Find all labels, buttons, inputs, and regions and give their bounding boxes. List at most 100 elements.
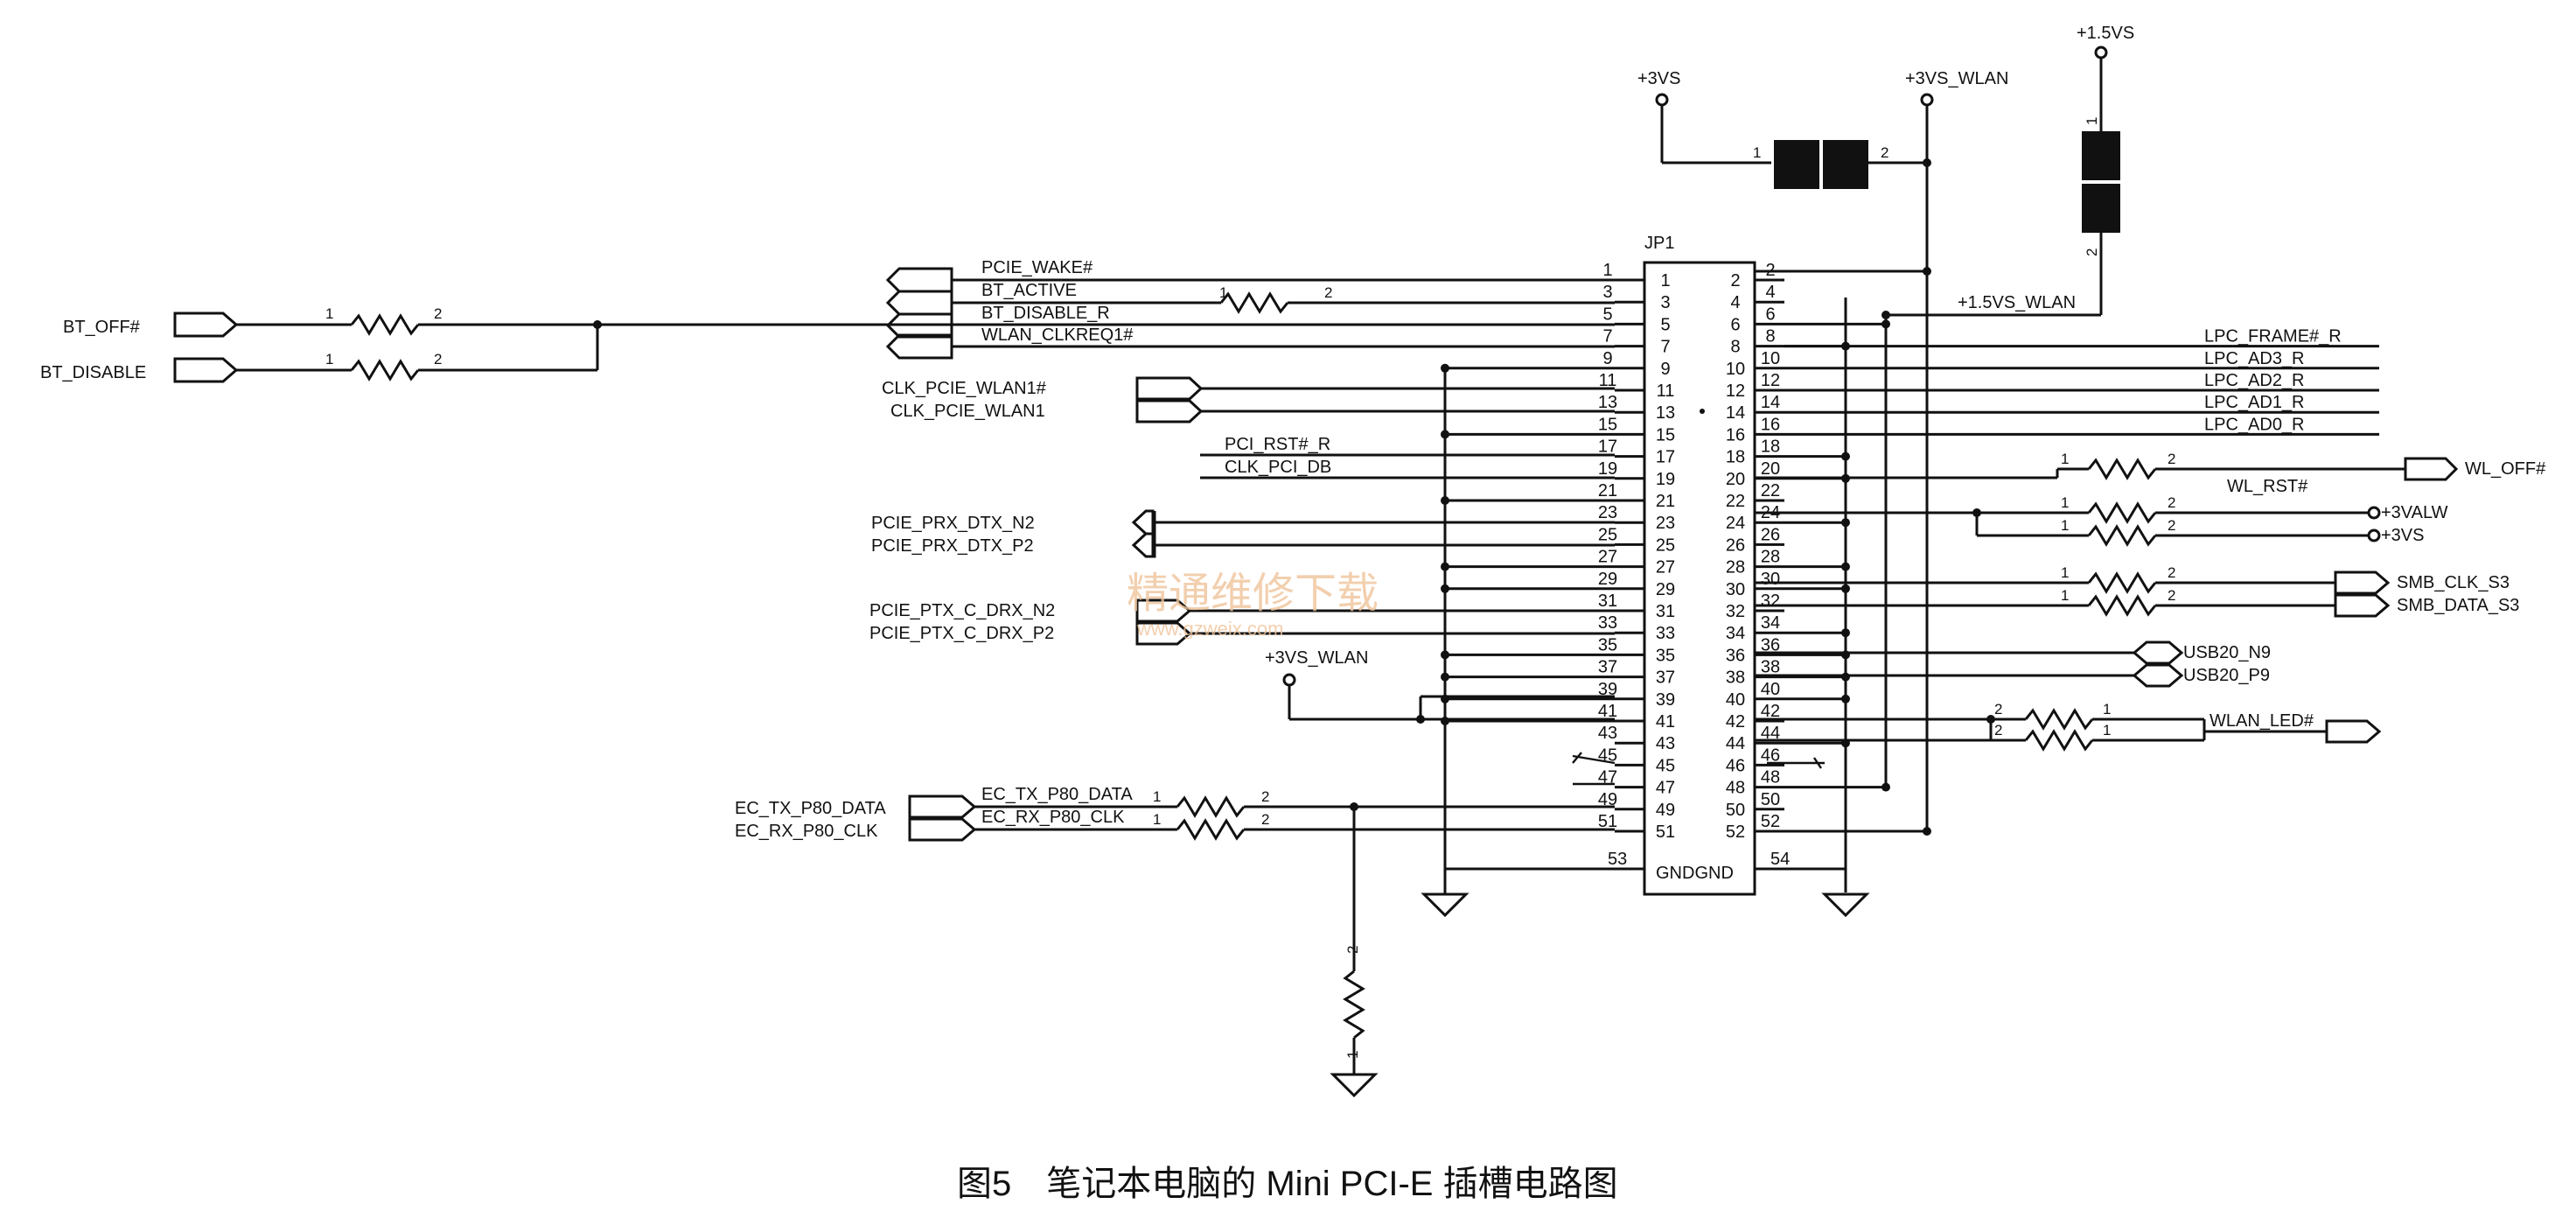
power-3vs-right-label: +3VS: [2381, 526, 2424, 545]
pin-inner-20: 20: [1726, 470, 1745, 489]
lpc-label-0: LPC_FRAME#_R: [2204, 327, 2342, 346]
net-clk-pcie-wlan: CLK_PCIE_WLAN1# CLK_PCIE_WLAN1: [882, 376, 1615, 424]
resistor-smb-data: [2087, 594, 2157, 617]
pin-36: 36: [1761, 635, 1780, 654]
svg-text:2: 2: [2168, 494, 2175, 511]
pin-52: 52: [1761, 812, 1780, 831]
svg-text:1: 1: [2103, 701, 2111, 718]
power-3vs-wlan-top: +3VS_WLAN: [1905, 69, 2008, 167]
power-15vs-label: +1.5VS: [2077, 24, 2134, 43]
wl-rst-label: WL_RST#: [2227, 477, 2308, 496]
pin-37: 37: [1598, 658, 1617, 677]
pin-29: 29: [1598, 570, 1617, 589]
pin-19: 19: [1598, 459, 1617, 479]
svg-text:1: 1: [325, 351, 333, 368]
pin-inner-15: 15: [1656, 425, 1675, 444]
pin-inner-3: 3: [1660, 293, 1670, 312]
svg-text:2: 2: [2168, 587, 2175, 604]
pin-inner-32: 32: [1726, 602, 1745, 621]
svg-text:2: 2: [434, 351, 442, 368]
pin-inner-37: 37: [1656, 668, 1675, 688]
resistor-ec-tx: [1176, 795, 1246, 818]
svg-text:2: 2: [434, 305, 442, 322]
pin-22: 22: [1761, 481, 1780, 500]
pin-11: 11: [1599, 371, 1617, 390]
bt-off-label: BT_OFF#: [63, 318, 141, 337]
pin-inner-35: 35: [1656, 646, 1675, 665]
pin-48: 48: [1761, 768, 1780, 788]
pin-inner-14: 14: [1726, 403, 1745, 423]
svg-text:2: 2: [2168, 517, 2175, 534]
resistor-bt-off: [350, 313, 420, 336]
pin-42: 42: [1761, 702, 1780, 721]
bt-active-label: BT_ACTIVE: [981, 281, 1077, 300]
pin-inner-28: 28: [1726, 558, 1745, 578]
pin-inner-34: 34: [1726, 624, 1745, 643]
pin-inner-22: 22: [1726, 492, 1745, 511]
pin-1: 1: [1602, 261, 1612, 280]
pin-inner-41: 41: [1656, 712, 1675, 732]
smb-data-label: SMB_DATA_S3: [2397, 596, 2519, 615]
net-pcie-prx: PCIE_PRX_DTX_N2 PCIE_PRX_DTX_P2: [871, 509, 1615, 558]
pin-10: 10: [1761, 349, 1780, 368]
svg-text:1: 1: [1219, 284, 1227, 301]
svg-text:2: 2: [1324, 284, 1332, 301]
lpc-label-3: LPC_AD1_R: [2204, 393, 2305, 412]
svg-text:1: 1: [2061, 451, 2069, 467]
bt-disable-r-label: BT_DISABLE_R: [981, 304, 1110, 323]
pin-6: 6: [1765, 304, 1775, 324]
pin-inner-18: 18: [1726, 448, 1745, 467]
net-pcie-wake: PCIE_WAKE#: [885, 258, 1615, 293]
pin-inner-24: 24: [1726, 514, 1745, 533]
pin-43: 43: [1598, 724, 1617, 743]
pin-inner-42: 42: [1726, 712, 1745, 732]
prx-p-label: PCIE_PRX_DTX_P2: [871, 536, 1034, 556]
pin-33: 33: [1598, 613, 1617, 633]
pin-inner-43: 43: [1656, 734, 1675, 753]
pin-inner-7: 7: [1660, 338, 1670, 357]
pin-53: 53: [1608, 850, 1627, 869]
net-wlan-clkreq: WLAN_CLKREQ1#: [885, 326, 1615, 360]
net-smb: 1 2 1 2 SMB_CLK_S3 SMB_DATA_S3: [1755, 564, 2519, 618]
pin1-marker: [1700, 409, 1705, 414]
svg-text:1: 1: [2061, 564, 2069, 581]
pin-5: 5: [1602, 304, 1612, 324]
pcie-wake-label: PCIE_WAKE#: [981, 258, 1093, 277]
pin-inner-30: 30: [1726, 580, 1745, 599]
pin-21: 21: [1598, 481, 1617, 500]
pci-rst-label: PCI_RST#_R: [1225, 435, 1330, 454]
pin-39: 39: [1598, 680, 1617, 699]
pin-inner-16: 16: [1726, 425, 1745, 444]
pin-inner-9: 9: [1660, 360, 1670, 379]
svg-text:1: 1: [1153, 811, 1161, 828]
wlan-led-label: WLAN_LED#: [2209, 711, 2314, 731]
pin-47: 47: [1598, 768, 1617, 788]
resistor-bt-active: [1219, 291, 1289, 314]
jumper-pin-1: 1: [1753, 144, 1761, 161]
pin-inner-45: 45: [1656, 756, 1675, 775]
pin-inner-4: 4: [1730, 293, 1740, 312]
power-3valw-label: +3VALW: [2381, 503, 2448, 522]
svg-text:2: 2: [1261, 811, 1269, 828]
bt-disable-net: BT_DISABLE 1 2: [40, 325, 599, 383]
pin-inner-39: 39: [1656, 690, 1675, 710]
pin-35: 35: [1598, 635, 1617, 654]
pin-12: 12: [1761, 371, 1780, 390]
figure-caption: 图5 笔记本电脑的 Mini PCI-E 插槽电路图: [957, 1165, 1618, 1203]
svg-text:2: 2: [2168, 564, 2175, 581]
pin-inner-52: 52: [1726, 822, 1745, 842]
connector-jp1-body: [1643, 261, 1756, 896]
pin-50: 50: [1761, 790, 1780, 809]
power-15vs-top: +1.5VS +1.5VS_WLAN 1 2: [1881, 24, 2134, 319]
no-connect-marks: [1572, 752, 1825, 786]
pin-18: 18: [1761, 438, 1780, 457]
svg-text:2: 2: [1994, 701, 2002, 718]
ec-rx-inner-label: EC_RX_P80_CLK: [981, 808, 1125, 827]
pin-inner-50: 50: [1726, 801, 1745, 820]
pin-inner-48: 48: [1726, 779, 1745, 798]
pin-49: 49: [1598, 790, 1617, 809]
resistor-bt-disable: [350, 359, 420, 382]
pin-44: 44: [1761, 724, 1780, 743]
pin-inner-21: 21: [1656, 492, 1675, 511]
jumper15-pin-1: 1: [2084, 117, 2100, 125]
